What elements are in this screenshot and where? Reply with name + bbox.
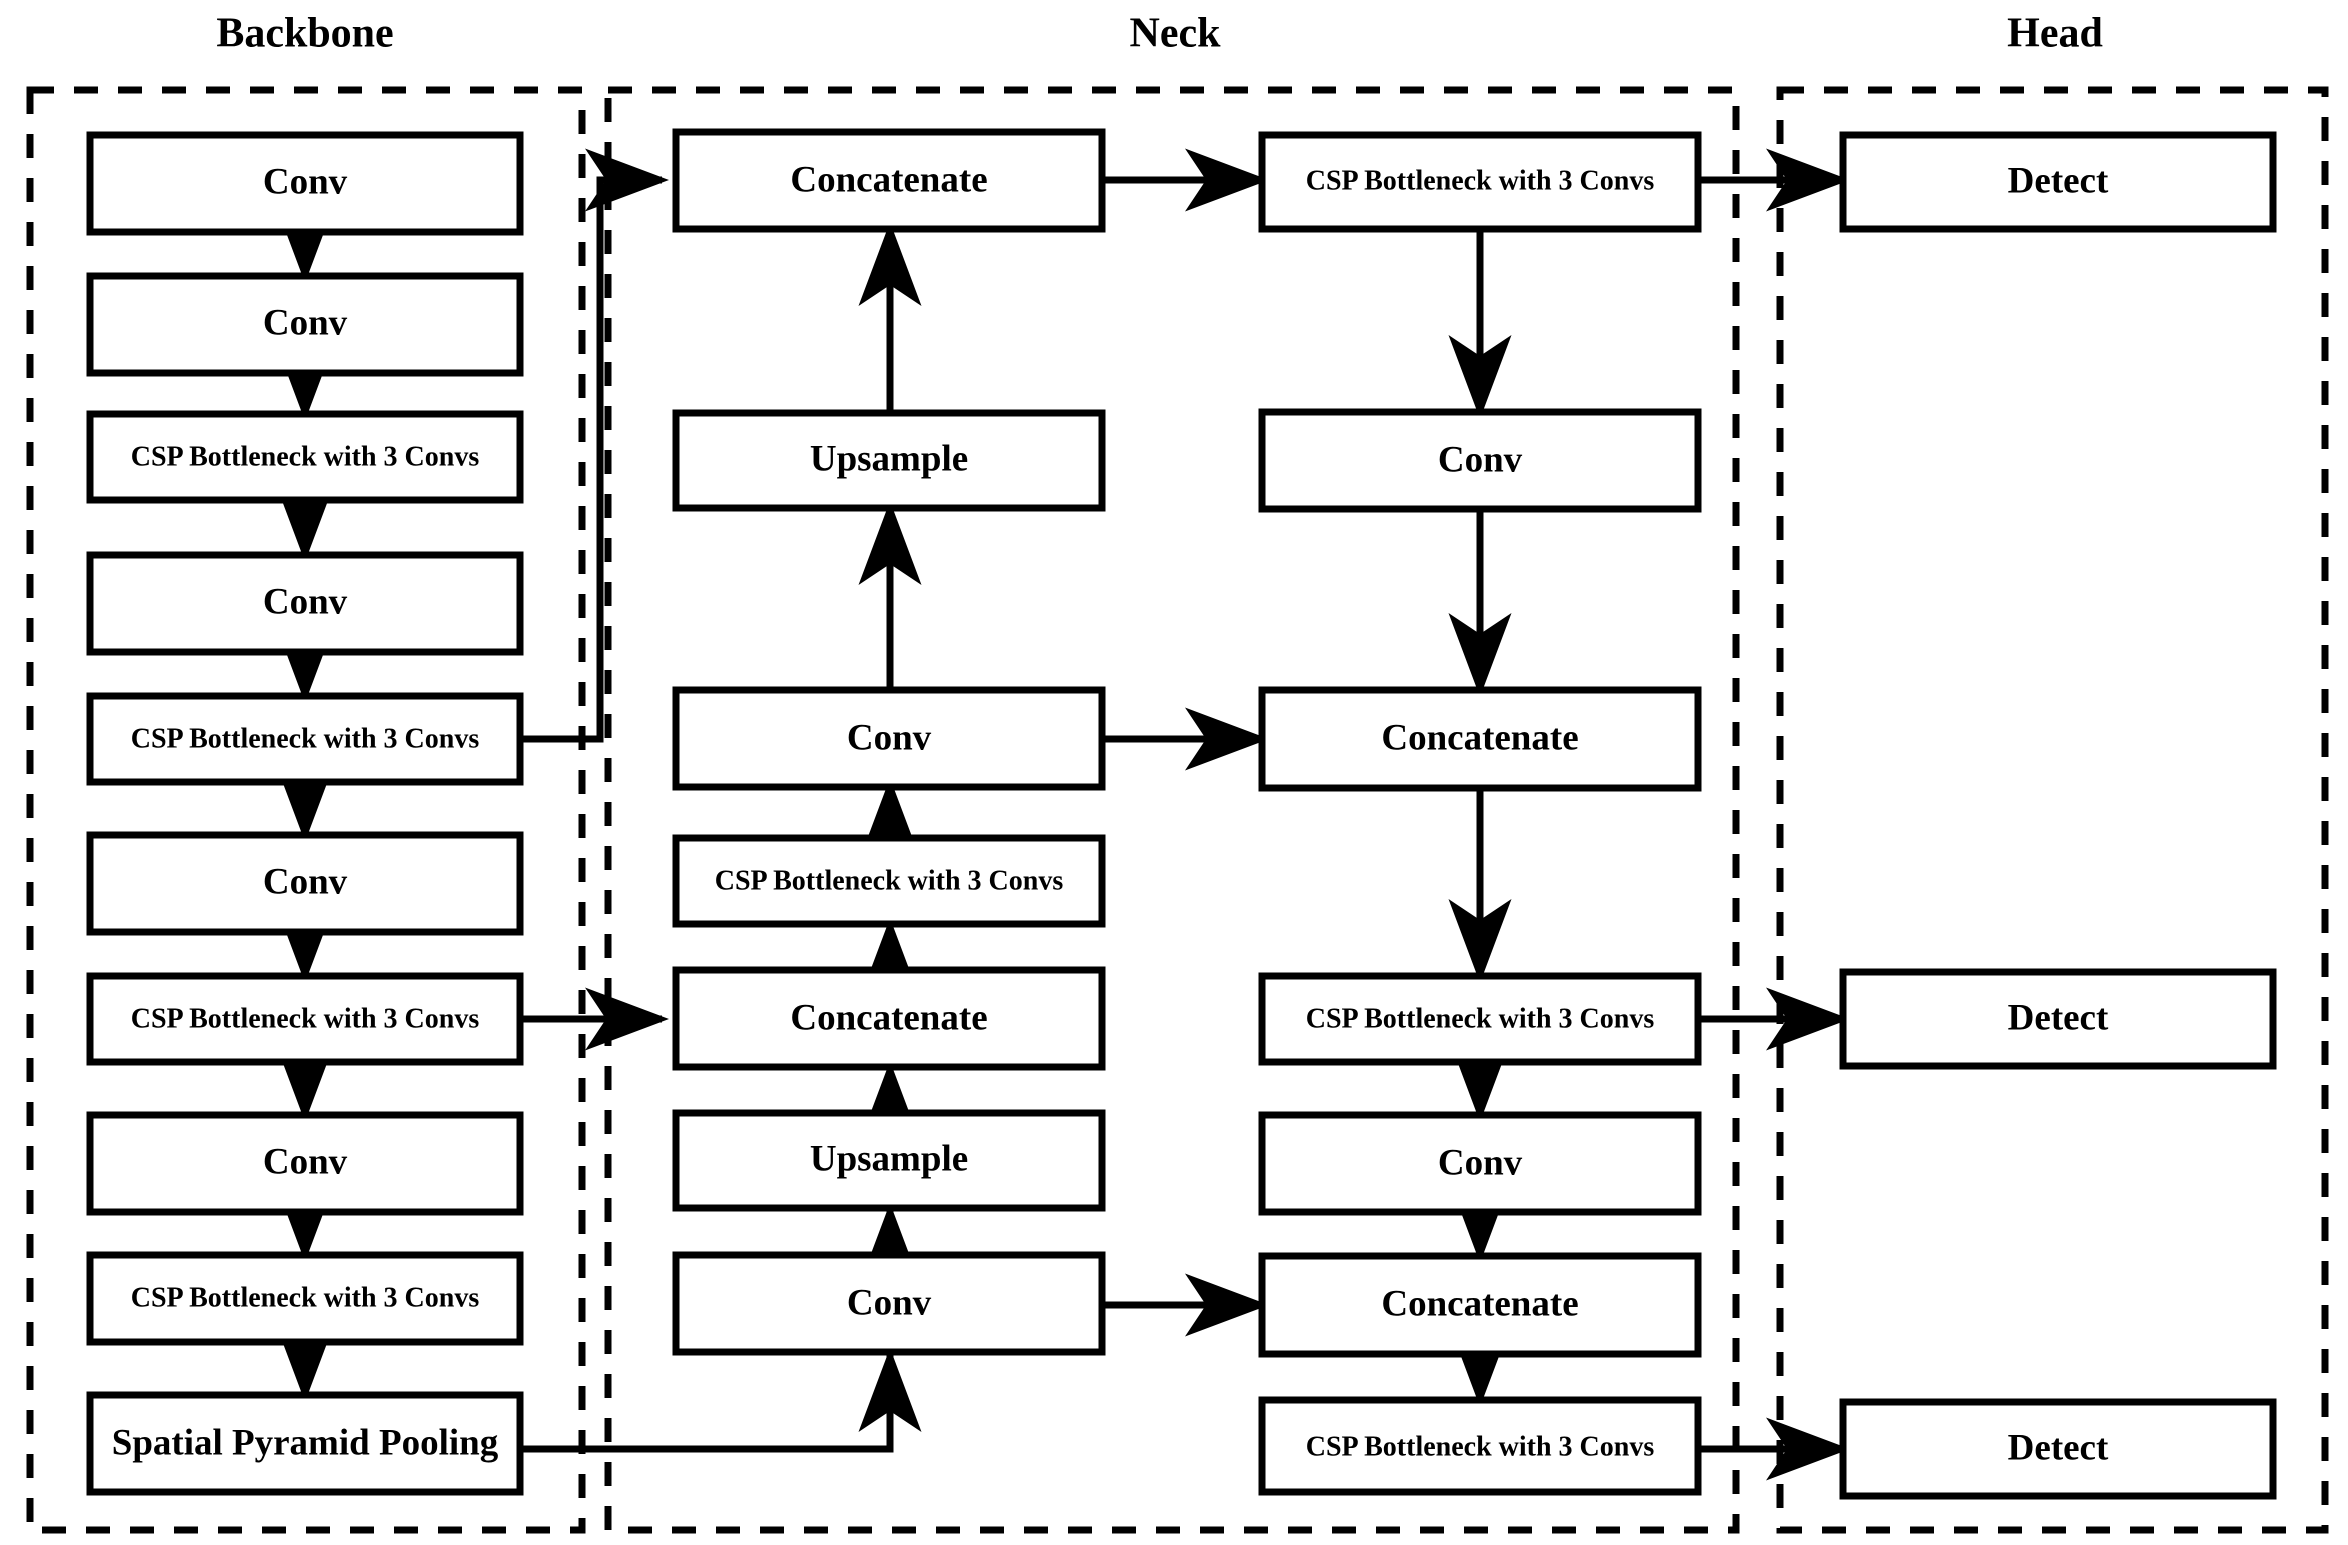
node-n5-label: Concatenate <box>790 997 987 1038</box>
node-r4-label: CSP Bottleneck with 3 Convs <box>1306 1003 1655 1034</box>
node-n2[interactable]: Upsample <box>672 409 1106 512</box>
node-b8-label: Conv <box>263 1141 348 1182</box>
node-n7[interactable]: Conv <box>672 1251 1106 1356</box>
node-b2[interactable]: Conv <box>86 272 524 377</box>
edge-b10-n7 <box>518 1348 922 1453</box>
node-h2-label: Detect <box>2008 997 2109 1038</box>
node-n5[interactable]: Concatenate <box>672 966 1106 1071</box>
node-h3[interactable]: Detect <box>1839 1398 2277 1500</box>
node-b7-label: CSP Bottleneck with 3 Convs <box>131 1003 480 1034</box>
node-r3-label: Concatenate <box>1381 717 1578 758</box>
node-n3-label: Conv <box>847 717 932 758</box>
node-b1[interactable]: Conv <box>86 131 524 236</box>
head-column: Detect Detect Detect <box>1839 131 2277 1500</box>
node-r7-label: CSP Bottleneck with 3 Convs <box>1306 1431 1655 1462</box>
node-n1-label: Concatenate <box>790 159 987 200</box>
neck-right-column: CSP Bottleneck with 3 Convs Conv Concate… <box>1258 131 1702 1496</box>
node-b8[interactable]: Conv <box>86 1111 524 1216</box>
node-h1-label: Detect <box>2008 160 2109 201</box>
node-b5[interactable]: CSP Bottleneck with 3 Convs <box>86 692 524 786</box>
backbone-column: Conv Conv CSP Bottleneck with 3 Convs Co… <box>86 131 524 1496</box>
node-n2-label: Upsample <box>810 438 968 479</box>
node-b6-label: Conv <box>263 861 348 902</box>
node-r7[interactable]: CSP Bottleneck with 3 Convs <box>1258 1396 1702 1496</box>
node-b10-label: Spatial Pyramid Pooling <box>112 1422 499 1463</box>
node-n1[interactable]: Concatenate <box>672 128 1106 233</box>
node-n3[interactable]: Conv <box>672 686 1106 791</box>
node-r1-label: CSP Bottleneck with 3 Convs <box>1306 165 1655 196</box>
node-b7[interactable]: CSP Bottleneck with 3 Convs <box>86 972 524 1066</box>
node-n6[interactable]: Upsample <box>672 1109 1106 1212</box>
node-r5-label: Conv <box>1438 1142 1523 1183</box>
node-r2-label: Conv <box>1438 439 1523 480</box>
node-b3[interactable]: CSP Bottleneck with 3 Convs <box>86 410 524 504</box>
node-b10[interactable]: Spatial Pyramid Pooling <box>86 1391 524 1496</box>
backbone-group-boundary <box>26 86 586 1534</box>
edge-layer <box>273 148 1850 1481</box>
neck-left-column: Concatenate Upsample Conv CSP Bottleneck… <box>672 128 1106 1356</box>
section-title-backbone: Backbone <box>216 11 393 57</box>
node-b9-label: CSP Bottleneck with 3 Convs <box>131 1282 480 1313</box>
node-b4[interactable]: Conv <box>86 551 524 656</box>
node-r2[interactable]: Conv <box>1258 408 1702 513</box>
node-n4[interactable]: CSP Bottleneck with 3 Convs <box>672 834 1106 928</box>
node-b2-label: Conv <box>263 302 348 343</box>
node-r6[interactable]: Concatenate <box>1258 1252 1702 1358</box>
node-n7-label: Conv <box>847 1282 932 1323</box>
edge-b5-n1 <box>518 148 669 743</box>
node-b1-label: Conv <box>263 161 348 202</box>
head-group-boundary <box>1776 86 2329 1534</box>
node-r6-label: Concatenate <box>1381 1283 1578 1324</box>
node-n6-label: Upsample <box>810 1138 968 1179</box>
node-b3-label: CSP Bottleneck with 3 Convs <box>131 441 480 472</box>
node-b9[interactable]: CSP Bottleneck with 3 Convs <box>86 1251 524 1346</box>
node-h1[interactable]: Detect <box>1839 131 2277 233</box>
node-r5[interactable]: Conv <box>1258 1111 1702 1216</box>
section-title-neck: Neck <box>1130 11 1222 57</box>
node-r3[interactable]: Concatenate <box>1258 686 1702 792</box>
node-n4-label: CSP Bottleneck with 3 Convs <box>715 865 1064 896</box>
node-b4-label: Conv <box>263 581 348 622</box>
section-title-head: Head <box>2007 11 2103 57</box>
node-b6[interactable]: Conv <box>86 831 524 936</box>
node-r4[interactable]: CSP Bottleneck with 3 Convs <box>1258 972 1702 1066</box>
node-h2[interactable]: Detect <box>1839 968 2277 1070</box>
neck-group-boundary <box>604 86 1740 1534</box>
node-r1[interactable]: CSP Bottleneck with 3 Convs <box>1258 131 1702 233</box>
node-b5-label: CSP Bottleneck with 3 Convs <box>131 723 480 754</box>
node-h3-label: Detect <box>2008 1427 2109 1468</box>
